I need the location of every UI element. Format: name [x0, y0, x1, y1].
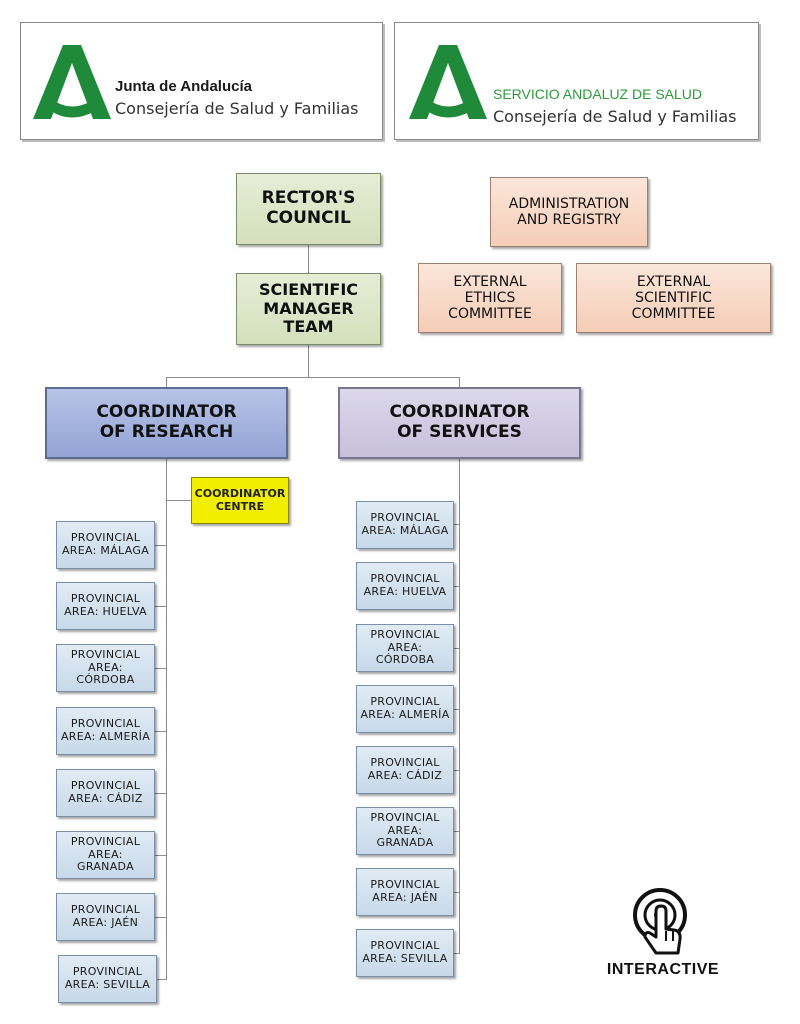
administration-registry-box[interactable]: ADMINISTRATION AND REGISTRY: [490, 177, 648, 247]
research-area-jaen[interactable]: PROVINCIAL AREA: JAÉN: [56, 893, 155, 941]
connector: [166, 377, 460, 378]
logo-right-line1: SERVICIO ANDALUZ DE SALUD: [493, 86, 703, 102]
area-label: PROVINCIAL AREA: GRANADA: [70, 835, 141, 874]
logo-panel-sas: SERVICIO ANDALUZ DE SALUD Consejería de …: [394, 22, 759, 140]
connector: [454, 648, 460, 649]
research-area-granada[interactable]: PROVINCIAL AREA: GRANADA: [56, 831, 155, 879]
coordinator-research-box[interactable]: COORDINATOR OF RESEARCH: [45, 387, 288, 459]
area-label: PROVINCIAL AREA: ALMERÍA: [60, 717, 151, 743]
junta-andalucia-logo-icon: [33, 45, 111, 119]
interactive-badge[interactable]: INTERACTIVE: [588, 885, 738, 985]
services-area-sevilla[interactable]: PROVINCIAL AREA: SEVILLA: [356, 929, 454, 977]
services-area-huelva[interactable]: PROVINCIAL AREA: HUELVA: [356, 562, 454, 610]
area-label: PROVINCIAL AREA: CÓRDOBA: [370, 628, 440, 667]
services-area-cordoba[interactable]: PROVINCIAL AREA: CÓRDOBA: [356, 624, 454, 672]
rectors-council-label: RECTOR'S COUNCIL: [261, 188, 356, 228]
area-label: PROVINCIAL AREA: CÓRDOBA: [70, 648, 141, 687]
connector: [155, 979, 167, 980]
logo-right-line2: Consejería de Salud y Familias: [493, 107, 737, 126]
research-area-cadiz[interactable]: PROVINCIAL AREA: CÁDIZ: [56, 769, 155, 817]
external-scientific-committee-label: EXTERNAL SCIENTIFIC COMMITTEE: [631, 273, 716, 323]
research-area-almeria[interactable]: PROVINCIAL AREA: ALMERÍA: [56, 707, 155, 755]
connector: [166, 377, 167, 387]
external-ethics-committee-label: EXTERNAL ETHICS COMMITTEE: [448, 273, 532, 323]
area-label: PROVINCIAL AREA: SEVILLA: [362, 939, 448, 965]
logo-left-line2: Consejería de Salud y Familias: [115, 99, 359, 118]
connector: [155, 855, 167, 856]
services-area-almeria[interactable]: PROVINCIAL AREA: ALMERÍA: [356, 685, 454, 733]
touch-hand-icon: [633, 888, 687, 955]
scientific-manager-team-box[interactable]: SCIENTIFIC MANAGER TEAM: [236, 273, 381, 345]
research-area-malaga[interactable]: PROVINCIAL AREA: MÁLAGA: [56, 521, 155, 569]
coordinator-centre-label: COORDINATOR CENTRE: [194, 486, 286, 513]
coordinator-research-label: COORDINATOR OF RESEARCH: [96, 402, 237, 442]
area-label: PROVINCIAL AREA: JAÉN: [70, 903, 141, 929]
area-label: PROVINCIAL AREA: HUELVA: [363, 572, 447, 598]
connector: [308, 245, 309, 273]
scientific-manager-team-label: SCIENTIFIC MANAGER TEAM: [258, 280, 359, 337]
coordinator-services-label: COORDINATOR OF SERVICES: [389, 402, 530, 442]
coordinator-centre-box[interactable]: COORDINATOR CENTRE: [191, 477, 289, 524]
services-area-cadiz[interactable]: PROVINCIAL AREA: CÁDIZ: [356, 746, 454, 794]
services-spine: [459, 459, 460, 954]
research-area-huelva[interactable]: PROVINCIAL AREA: HUELVA: [56, 582, 155, 630]
sas-logo-icon: [409, 45, 487, 119]
area-label: PROVINCIAL AREA: ALMERÍA: [360, 695, 450, 721]
connector: [155, 731, 167, 732]
connector: [454, 586, 460, 587]
interactive-label: INTERACTIVE: [606, 961, 720, 978]
area-label: PROVINCIAL AREA: CÁDIZ: [68, 779, 143, 805]
connector: [308, 345, 309, 377]
connector: [155, 668, 167, 669]
connector: [155, 793, 167, 794]
area-label: PROVINCIAL AREA: GRANADA: [370, 811, 440, 850]
connector: [166, 500, 191, 501]
area-label: PROVINCIAL AREA: MÁLAGA: [61, 531, 150, 557]
external-ethics-committee-box[interactable]: EXTERNAL ETHICS COMMITTEE: [418, 263, 562, 333]
administration-registry-label: ADMINISTRATION AND REGISTRY: [508, 195, 630, 228]
connector: [454, 709, 460, 710]
connector: [155, 545, 167, 546]
connector: [155, 606, 167, 607]
area-label: PROVINCIAL AREA: JAÉN: [370, 878, 440, 904]
coordinator-services-box[interactable]: COORDINATOR OF SERVICES: [338, 387, 581, 459]
external-scientific-committee-box[interactable]: EXTERNAL SCIENTIFIC COMMITTEE: [576, 263, 771, 333]
rectors-council-box[interactable]: RECTOR'S COUNCIL: [236, 173, 381, 245]
services-area-granada[interactable]: PROVINCIAL AREA: GRANADA: [356, 807, 454, 855]
logo-left-line1: Junta de Andalucía: [115, 78, 252, 95]
connector: [454, 892, 460, 893]
connector: [454, 831, 460, 832]
connector: [459, 377, 460, 387]
connector: [454, 524, 460, 525]
research-area-sevilla[interactable]: PROVINCIAL AREA: SEVILLA: [58, 955, 157, 1003]
research-spine: [166, 459, 167, 980]
connector: [454, 953, 460, 954]
area-label: PROVINCIAL AREA: CÁDIZ: [367, 756, 443, 782]
area-label: PROVINCIAL AREA: SEVILLA: [64, 965, 151, 991]
connector: [155, 917, 167, 918]
logo-panel-junta: Junta de Andalucía Consejería de Salud y…: [20, 22, 383, 140]
area-label: PROVINCIAL AREA: MÁLAGA: [361, 511, 449, 537]
services-area-jaen[interactable]: PROVINCIAL AREA: JAÉN: [356, 868, 454, 916]
area-label: PROVINCIAL AREA: HUELVA: [64, 592, 147, 618]
connector: [454, 770, 460, 771]
research-area-cordoba[interactable]: PROVINCIAL AREA: CÓRDOBA: [56, 644, 155, 692]
services-area-malaga[interactable]: PROVINCIAL AREA: MÁLAGA: [356, 501, 454, 549]
